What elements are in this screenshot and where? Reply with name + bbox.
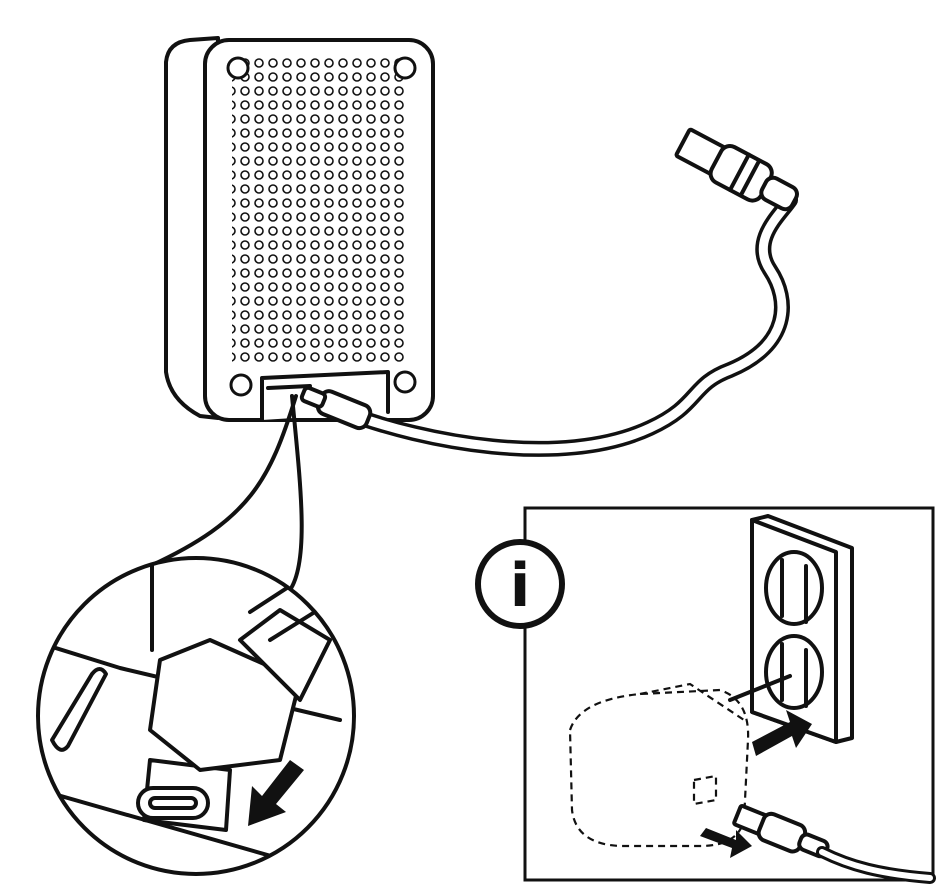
screw-bottom-left-icon: [231, 375, 251, 395]
callout-leader-right: [290, 396, 302, 590]
device: [166, 38, 433, 420]
screw-top-right-icon: [395, 58, 415, 78]
device-grille: [232, 56, 408, 364]
info-icon-letter: i: [510, 551, 531, 621]
screw-top-left-icon: [228, 58, 248, 78]
screw-bottom-right-icon: [395, 372, 415, 392]
usb-a-plug-icon: [674, 125, 804, 219]
detail-callout: [30, 396, 354, 874]
info-panel: i: [478, 508, 933, 880]
wall-outlet-icon: [752, 516, 852, 742]
port-slot: [268, 386, 310, 388]
